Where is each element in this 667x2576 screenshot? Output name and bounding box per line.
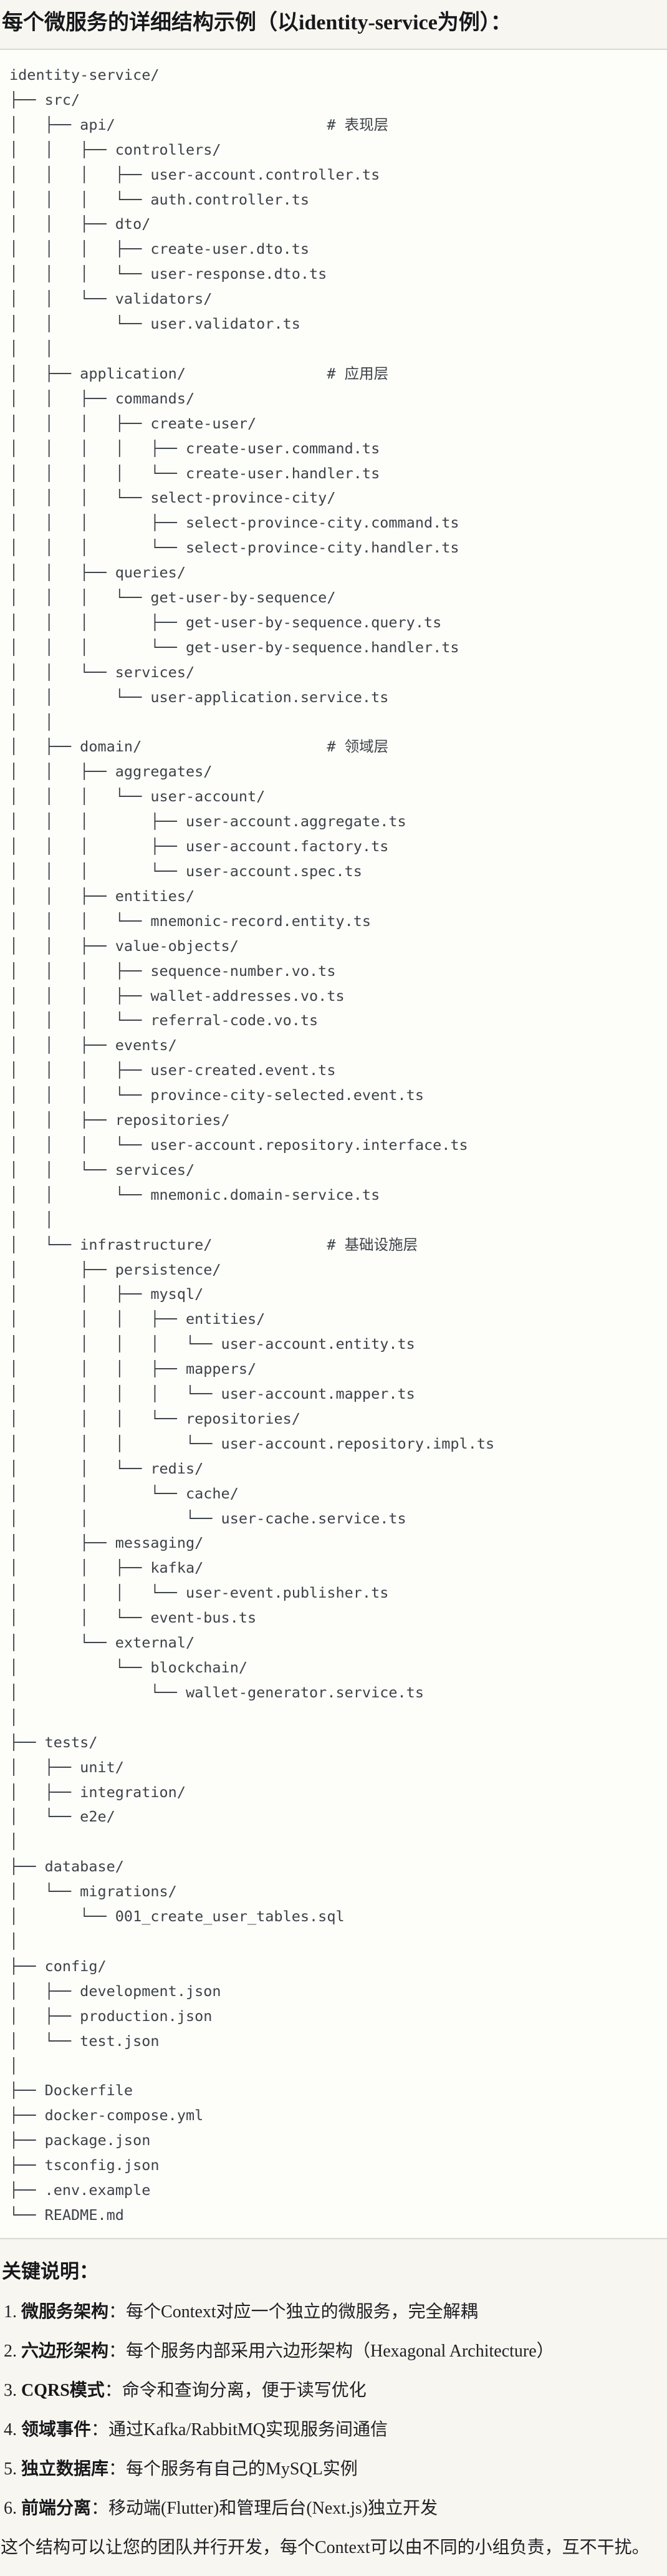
list-item: 6. 前端分离：移动端(Flutter)和管理后台(Next.js)独立开发 [4, 2497, 667, 2520]
notes-list: 1. 微服务架构：每个Context对应一个独立的微服务，完全解耦 2. 六边形… [4, 2301, 667, 2520]
item-text: ：每个服务内部采用六边形架构（Hexagonal Architecture） [108, 2341, 554, 2361]
item-text: ：通过Kafka/RabbitMQ实现服务间通信 [91, 2419, 388, 2439]
item-term: 领域事件 [21, 2419, 92, 2439]
item-term: 六边形架构 [21, 2341, 109, 2361]
notes-heading: 关键说明： [2, 2260, 98, 2282]
item-text: ：移动端(Flutter)和管理后台(Next.js)独立开发 [91, 2498, 438, 2518]
item-text: ：命令和查询分离，便于读写优化 [104, 2380, 367, 2400]
item-number: 3. [4, 2380, 21, 2400]
list-item: 2. 六边形架构：每个服务内部采用六边形架构（Hexagonal Archite… [4, 2340, 667, 2363]
item-number: 6. [4, 2498, 21, 2518]
item-text: ：每个Context对应一个独立的微服务，完全解耦 [108, 2302, 478, 2322]
list-item: 1. 微服务架构：每个Context对应一个独立的微服务，完全解耦 [4, 2301, 667, 2323]
item-term: 独立数据库 [21, 2459, 109, 2479]
item-number: 2. [4, 2341, 21, 2361]
item-number: 5. [4, 2459, 21, 2479]
item-text: ：每个服务有自己的MySQL实例 [108, 2459, 358, 2479]
page-title: 每个微服务的详细结构示例（以identity-service为例）： [2, 11, 512, 34]
item-term: CQRS模式 [21, 2380, 105, 2400]
document: 每个微服务的详细结构示例（以identity-service为例）： ident… [0, 9, 667, 2559]
list-item: 5. 独立数据库：每个服务有自己的MySQL实例 [4, 2458, 667, 2481]
item-term: 前端分离 [21, 2498, 92, 2518]
closing-paragraph: 这个结构可以让您的团队并行开发，每个Context可以由不同的小组负责，互不干扰… [1, 2537, 650, 2557]
list-item: 4. 领域事件：通过Kafka/RabbitMQ实现服务间通信 [4, 2419, 667, 2441]
item-number: 1. [4, 2302, 21, 2322]
directory-tree: identity-service/ ├── src/ │ ├── api/ # … [9, 66, 495, 2224]
item-number: 4. [4, 2419, 21, 2439]
item-term: 微服务架构 [21, 2302, 109, 2322]
code-block: identity-service/ ├── src/ │ ├── api/ # … [0, 49, 667, 2239]
list-item: 3. CQRS模式：命令和查询分离，便于读写优化 [4, 2380, 667, 2402]
